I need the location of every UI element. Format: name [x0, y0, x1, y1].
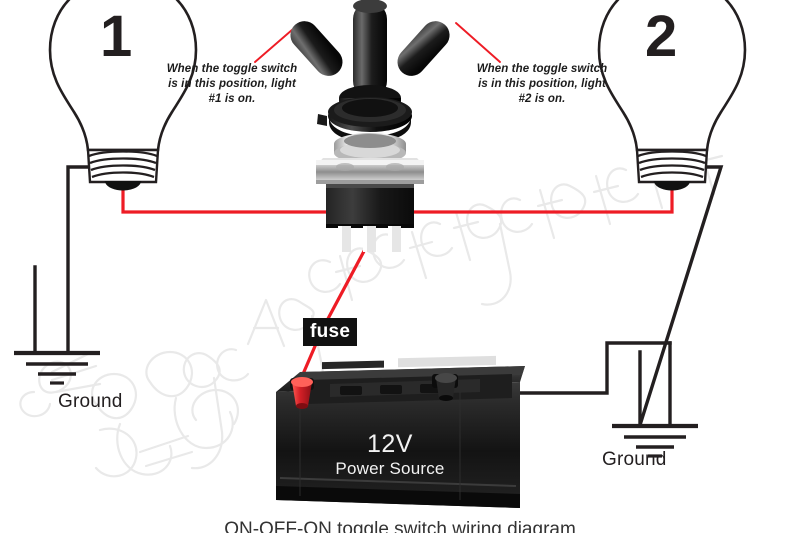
- ground-label-left: Ground: [58, 391, 123, 412]
- light-bulb-2: [597, 0, 747, 191]
- ground-symbol-left: [14, 350, 100, 385]
- annotation-left-line2: is in this position, light: [168, 78, 296, 90]
- battery-label: 12V Power Source: [300, 430, 480, 479]
- ground-label-right: Ground: [602, 449, 667, 470]
- bulb-2-number: 2: [645, 4, 678, 69]
- bulb-1-number: 1: [100, 4, 133, 69]
- toggle-lever-left-position: [290, 21, 343, 76]
- battery-source-label: Power Source: [335, 459, 445, 478]
- battery-12v: [276, 355, 525, 508]
- annotation-right-line1: When the toggle switch: [476, 63, 608, 75]
- switch-mounting-plate: [316, 158, 424, 184]
- wire-battery-negative: [450, 341, 672, 395]
- annotation-left-line3: #1 is on.: [208, 93, 256, 105]
- annotation-leader-right: [455, 22, 501, 63]
- annotation-right-line2: is in this position, light: [478, 78, 606, 90]
- annotation-left-line1: When the toggle switch: [166, 63, 298, 75]
- toggle-lever-right-position: [397, 21, 450, 76]
- toggle-switch[interactable]: [285, 0, 456, 252]
- battery-voltage: 12V: [367, 430, 413, 458]
- toggle-lever-center-position: [353, 0, 387, 98]
- annotation-right: When the toggle switch is in this positi…: [452, 62, 632, 107]
- battery-positive-terminal: [290, 377, 314, 409]
- diagram-caption: ON-OFF-ON toggle switch wiring diagram: [224, 519, 576, 533]
- light-bulb-1: [48, 0, 198, 191]
- ground-symbol-right: [612, 423, 698, 458]
- switch-terminals: [338, 226, 401, 252]
- annotation-left: When the toggle switch is in this positi…: [142, 62, 322, 107]
- battery-negative-terminal: [432, 373, 458, 401]
- wire-bulb1-hot: [121, 184, 346, 214]
- wire-bulb2-hot: [394, 184, 674, 214]
- fuse-label: fuse: [303, 318, 358, 346]
- annotation-right-line3: #2 is on.: [518, 93, 566, 105]
